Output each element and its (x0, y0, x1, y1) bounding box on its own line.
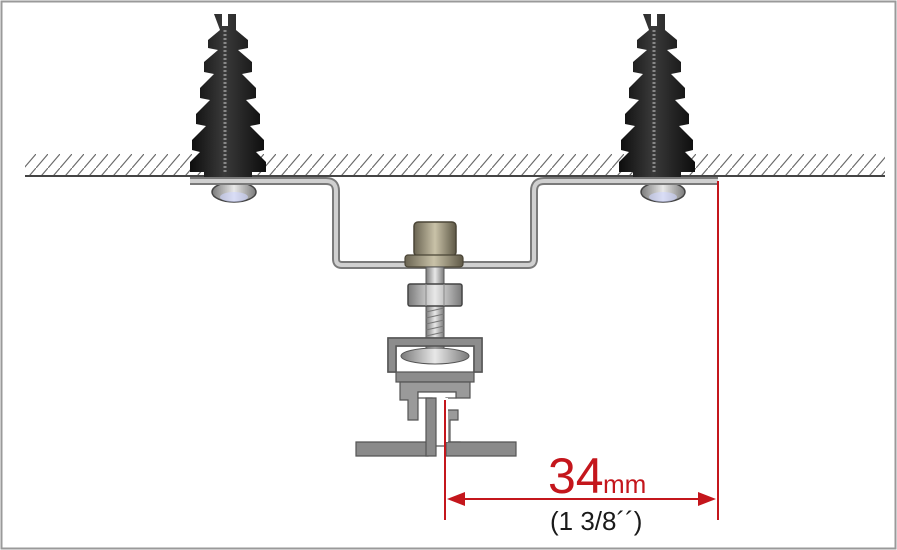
dimension-unit: mm (603, 469, 646, 499)
aluminium-profile (355, 337, 517, 457)
hex-nut (407, 283, 463, 307)
wall-anchor-right (619, 14, 695, 182)
dimension-arrow-left (447, 492, 465, 506)
dimension-value: 34 (548, 448, 604, 504)
dimension-imperial: (1 3/8´´) (550, 506, 642, 536)
ceiling-surface (25, 154, 885, 177)
dimension-arrow-right (698, 492, 716, 506)
wall-anchor-left (190, 14, 266, 182)
screw-head-left (211, 181, 257, 203)
dimension-marker (444, 181, 719, 520)
screw-head-right (640, 181, 686, 203)
